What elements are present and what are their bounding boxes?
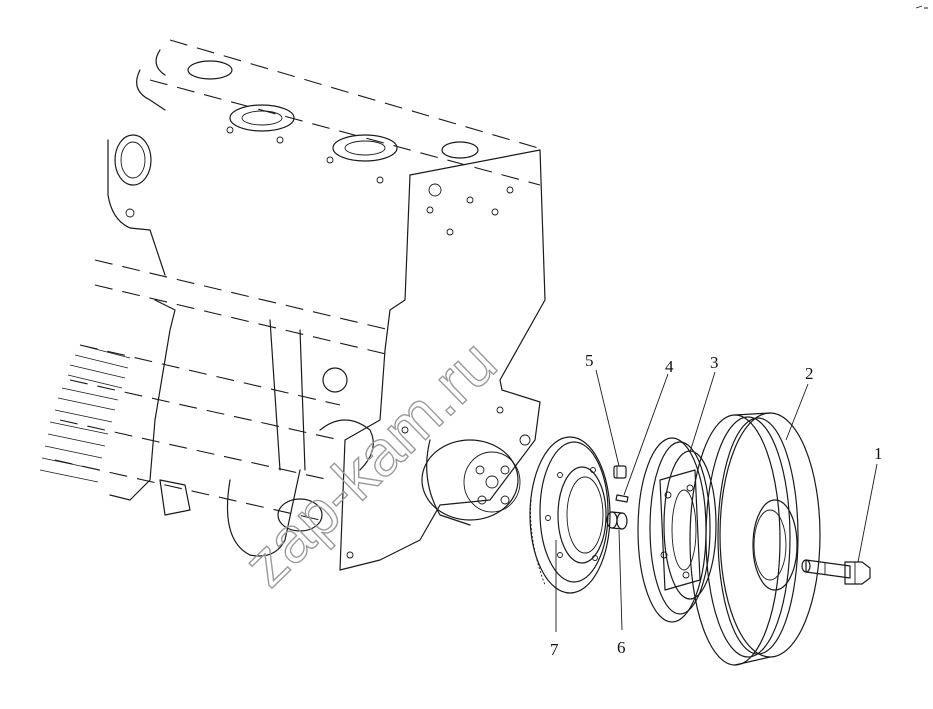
- callouts: 1 2 3 4 5 6 7: [550, 351, 883, 659]
- part-2-pulley: [689, 412, 821, 666]
- callout-3: 3: [710, 353, 719, 372]
- callout-4: 4: [665, 357, 674, 376]
- part-6-bush: [606, 511, 628, 530]
- callout-1: 1: [874, 444, 883, 463]
- part-3-hub: [637, 437, 717, 623]
- watermark: zap-kam.ru: [230, 326, 510, 600]
- part-1-bolt: [801, 559, 871, 585]
- callout-5: 5: [585, 351, 594, 370]
- callout-7: 7: [550, 640, 559, 659]
- callout-6: 6: [617, 638, 626, 657]
- part-5-bolt: [613, 465, 627, 479]
- corner-mark: [915, 5, 928, 9]
- engine-block: [39, 39, 546, 571]
- callout-2: 2: [805, 364, 814, 383]
- leader-lines: [555, 369, 878, 632]
- part-7-toothed-ring: [529, 436, 611, 594]
- part-4-pin: [615, 494, 629, 503]
